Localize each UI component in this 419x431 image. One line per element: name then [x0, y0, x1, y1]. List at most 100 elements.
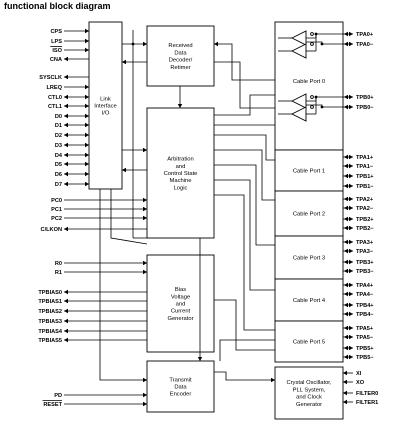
arrow-right-icon — [349, 183, 353, 189]
arrow-left-icon — [344, 325, 348, 331]
signal-label-lps: LPS — [51, 39, 62, 45]
arrow-left-icon — [64, 74, 68, 80]
wire — [214, 299, 275, 351]
arrow-right-icon — [349, 216, 353, 222]
arrow-left-icon — [64, 171, 68, 177]
signal-label-pc0: PC0 — [51, 198, 62, 204]
arrow-left-icon — [344, 334, 348, 340]
arrow-right-icon — [85, 171, 89, 177]
arrow-left-icon — [64, 103, 68, 109]
arrow-down-icon — [177, 104, 183, 108]
arrow-left-icon — [344, 183, 348, 189]
signal-label-tpbias1: TPBIAS1 — [38, 299, 62, 305]
signal-label-pc1: PC1 — [51, 207, 62, 213]
pin-label-tpa5: TPA5+ — [356, 326, 374, 332]
transmit-encoder-block-label: Data — [174, 385, 187, 391]
arrow-right-icon — [85, 161, 89, 167]
pin-label-tpa1: TPA1+ — [356, 155, 374, 161]
received-data-decoder-block-label: Data — [174, 50, 187, 56]
signal-label-d5: D5 — [55, 162, 62, 168]
pin-label-tpb3: TPB3− — [356, 269, 374, 275]
arrow-left-icon — [344, 291, 348, 297]
arrow-left-icon — [344, 104, 348, 110]
arrow-right-icon — [349, 291, 353, 297]
arrow-right-icon — [349, 163, 353, 169]
arrow-left-icon — [344, 225, 348, 231]
junction-dot — [320, 42, 324, 46]
crystal-oscillator-block-label: PLL System, — [293, 387, 326, 393]
node-circle — [310, 32, 314, 36]
arrow-left-icon — [344, 154, 348, 160]
signal-label-tpbias0: TPBIAS0 — [38, 290, 62, 296]
arrow-left-icon — [344, 311, 348, 317]
cable-port-5-label: Cable Port 5 — [293, 340, 325, 346]
arrow-left-icon — [344, 248, 348, 254]
arrow-left-icon — [344, 259, 348, 265]
arrow-left-icon — [344, 282, 348, 288]
arrow-left-icon — [64, 113, 68, 119]
signal-label-tpbias4: TPBIAS4 — [38, 329, 63, 335]
arrow-left-icon — [344, 94, 348, 100]
signal-label-d1: D1 — [55, 123, 62, 129]
arrow-right-icon — [85, 132, 89, 138]
arrow-left-icon — [64, 94, 68, 100]
bias-generator-block-label: Voltage — [171, 294, 190, 300]
pin-label-tpa4: TPA4+ — [356, 283, 374, 289]
arrow-left-icon — [344, 196, 348, 202]
arrow-right-icon — [349, 302, 353, 308]
arrow-right-icon — [85, 38, 89, 44]
transmit-encoder-block-label: Encoder — [170, 392, 192, 398]
arrow-left-icon — [64, 181, 68, 187]
signal-label-r1: R1 — [55, 270, 62, 276]
link-interface-block-label: Interface — [94, 104, 117, 110]
cable-port-3-label: Cable Port 3 — [293, 256, 325, 262]
arrow-right-icon — [85, 84, 89, 90]
pin-label-tpb0: TPB0− — [356, 105, 374, 111]
pin-label-tpb5: TPB5− — [356, 355, 374, 361]
cable-port-5 — [274, 320, 344, 363]
arrow-right-icon — [85, 122, 89, 128]
arrow-left-icon — [64, 56, 68, 62]
arrow-left-icon — [344, 239, 348, 245]
diagram-title: functional block diagram — [4, 1, 111, 11]
wire — [214, 134, 275, 161]
pin-label-tpa3: TPA3+ — [356, 240, 374, 246]
arrow-right-icon — [349, 94, 353, 100]
signal-label-tpbias3: TPBIAS3 — [38, 319, 62, 325]
signal-label-cna: CNA — [50, 57, 62, 63]
arrow-left-icon — [122, 59, 126, 65]
arrow-right-icon — [143, 260, 147, 266]
pin-label-tpb2: TPB2− — [356, 226, 374, 232]
arrow-left-icon — [344, 345, 348, 351]
arrow-right-icon — [143, 377, 147, 383]
pin-label-tpa0: TPA0− — [356, 42, 374, 48]
junction-dot — [131, 42, 135, 46]
signal-label-d0: D0 — [55, 114, 62, 120]
link-interface-block — [88, 21, 123, 190]
arrow-left-icon — [64, 308, 68, 314]
signal-label-ctl0: CTL0 — [48, 95, 62, 101]
arrow-right-icon — [85, 142, 89, 148]
arrow-right-icon — [349, 196, 353, 202]
cable-port-4 — [274, 278, 344, 322]
pin-label-tpb5: TPB5+ — [356, 346, 374, 352]
arrow-left-icon — [64, 142, 68, 148]
wire — [214, 371, 275, 381]
arrow-left-icon — [64, 152, 68, 158]
arrow-right-icon — [85, 47, 89, 53]
arrow-left-icon — [343, 399, 347, 405]
received-data-decoder-block — [146, 25, 215, 87]
wire — [219, 339, 275, 361]
junction-dot — [320, 105, 324, 109]
signal-label-tpbias2: TPBIAS2 — [38, 309, 62, 315]
pin-label-filter0: FILTER0 — [356, 391, 378, 397]
crystal-oscillator-block — [274, 366, 344, 420]
arrow-left-icon — [64, 161, 68, 167]
signal-label-pd: PD — [54, 393, 62, 399]
arrow-left-icon — [344, 163, 348, 169]
pin-label-xi: XI — [356, 371, 362, 377]
arrow-right-icon — [349, 345, 353, 351]
arbitration-block-label: Arbitration — [167, 157, 193, 163]
signal-label-ctl1: CTL1 — [48, 104, 62, 110]
